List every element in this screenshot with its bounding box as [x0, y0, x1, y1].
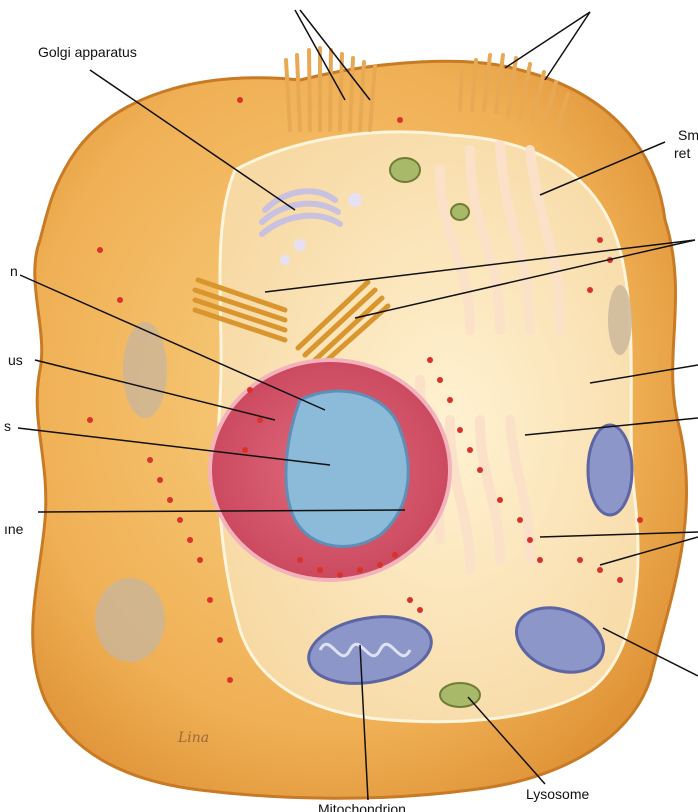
nucleolus: [286, 391, 408, 546]
label-left-s: s: [4, 418, 11, 434]
organelle-small: [451, 204, 469, 220]
label-left-n: n: [10, 263, 18, 279]
organelle-small: [390, 158, 420, 182]
artist-signature: Lina: [177, 730, 209, 746]
label-left-us: us: [8, 352, 23, 368]
label-smooth-er-2: ret: [674, 145, 690, 161]
label-left-ane: ıne: [4, 521, 23, 537]
label-golgi-apparatus: Golgi apparatus: [38, 44, 137, 60]
label-mitochondrion: Mitochondrion: [318, 801, 406, 812]
label-lysosome: Lysosome: [526, 786, 589, 802]
label-smooth-er-1: Sm: [678, 127, 698, 143]
